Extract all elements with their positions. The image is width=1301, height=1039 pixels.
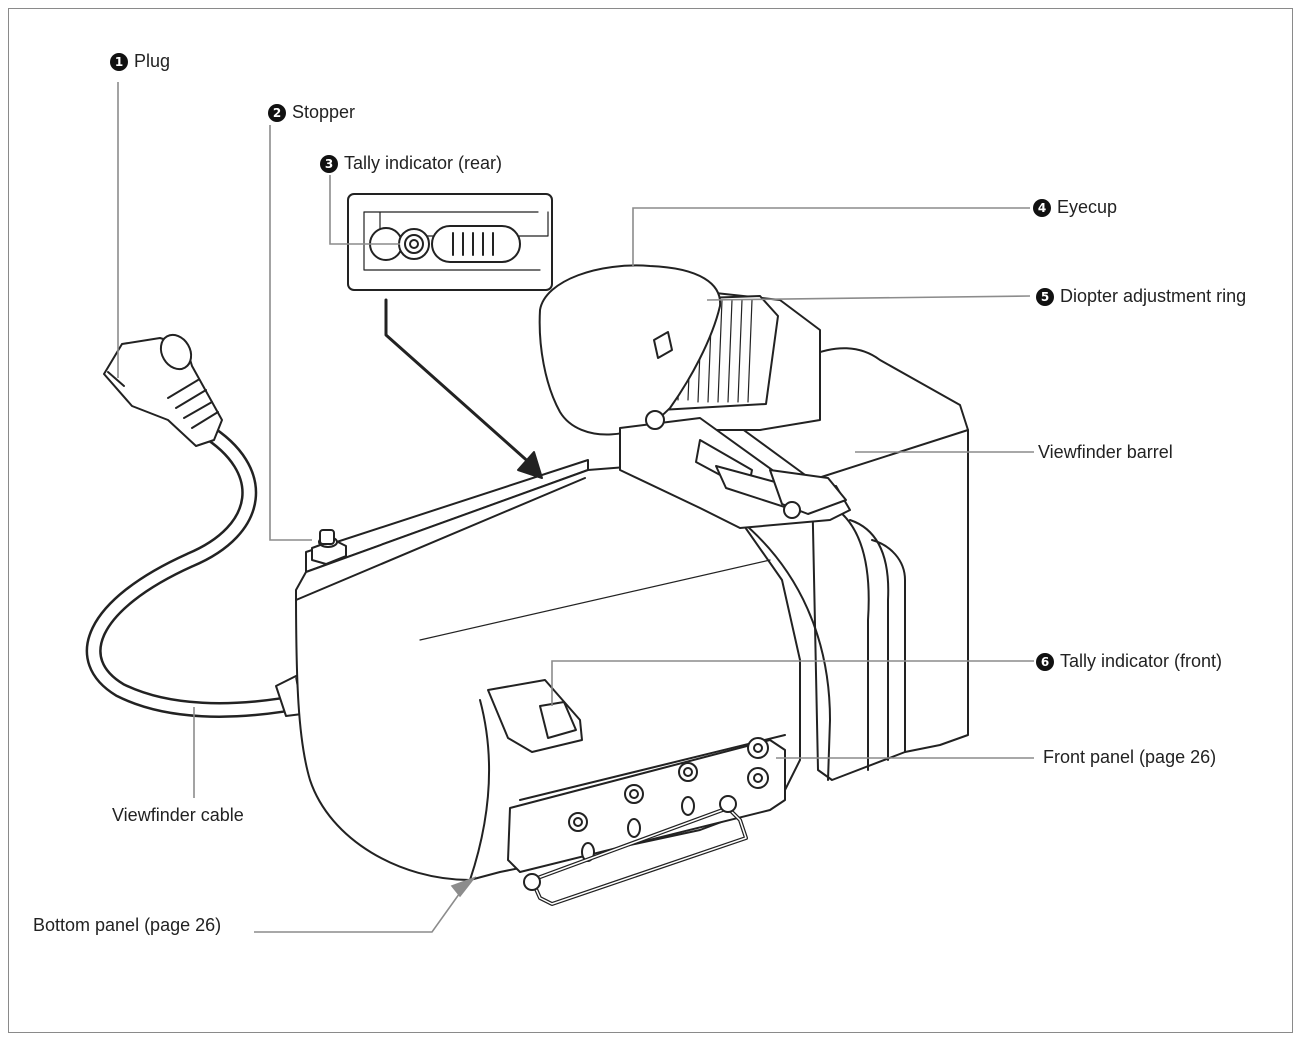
viewfinder-cable [85, 422, 290, 718]
label-plug: 1 Plug [110, 50, 170, 72]
leader-tally-rear [329, 175, 400, 245]
leader-stopper [269, 125, 312, 541]
callout-number: 6 [1036, 653, 1054, 671]
label-text: Tally indicator (rear) [344, 153, 503, 173]
figure-border [8, 8, 1293, 1033]
label-text: Bottom panel (page 26) [33, 915, 222, 935]
stopper-knob [311, 529, 347, 565]
bottom-panel-arrowhead [450, 876, 477, 898]
label-tally-front: 6 Tally indicator (front) [1036, 650, 1222, 672]
label-text: Tally indicator (front) [1060, 651, 1223, 671]
leader-eyecup [632, 207, 1030, 266]
tally-rear-inset [347, 193, 553, 291]
label-text: Stopper [292, 102, 356, 122]
callout-number: 3 [320, 155, 338, 173]
label-stopper: 2 Stopper [268, 101, 355, 123]
label-front-panel: Front panel (page 26) [1043, 746, 1216, 768]
leader-lines [117, 82, 1034, 933]
callout-number: 2 [268, 104, 286, 122]
callout-number: 4 [1033, 199, 1051, 217]
label-viewfinder-barrel: Viewfinder barrel [1038, 441, 1173, 463]
label-text: Front panel (page 26) [1043, 747, 1217, 767]
label-text: Diopter adjustment ring [1060, 286, 1247, 306]
panel-handle [523, 795, 748, 906]
inset-pointer-arrow [384, 298, 543, 479]
eyepiece-mount [619, 410, 851, 529]
front-control-panel [507, 734, 786, 873]
label-text: Plug [134, 51, 171, 71]
tally-front-window [487, 679, 583, 753]
callout-number: 1 [110, 53, 128, 71]
label-tally-rear: 3 Tally indicator (rear) [320, 152, 502, 174]
leader-diopter [706, 295, 1031, 301]
eyecup-assembly [538, 264, 821, 436]
callout-number: 5 [1036, 288, 1054, 306]
leader-tally-front [551, 660, 1034, 706]
label-text: Viewfinder barrel [1038, 442, 1173, 462]
label-viewfinder-cable: Viewfinder cable [112, 804, 244, 826]
label-text: Viewfinder cable [112, 805, 244, 825]
label-diopter: 5 Diopter adjustment ring [1036, 285, 1246, 307]
plug-connector [103, 333, 223, 447]
leader-bottom-panel [254, 889, 463, 933]
label-text: Eyecup [1057, 197, 1118, 217]
label-eyecup: 4 Eyecup [1033, 196, 1117, 218]
viewfinder-barrel [729, 347, 969, 781]
label-bottom-panel: Bottom panel (page 26) [33, 914, 221, 936]
